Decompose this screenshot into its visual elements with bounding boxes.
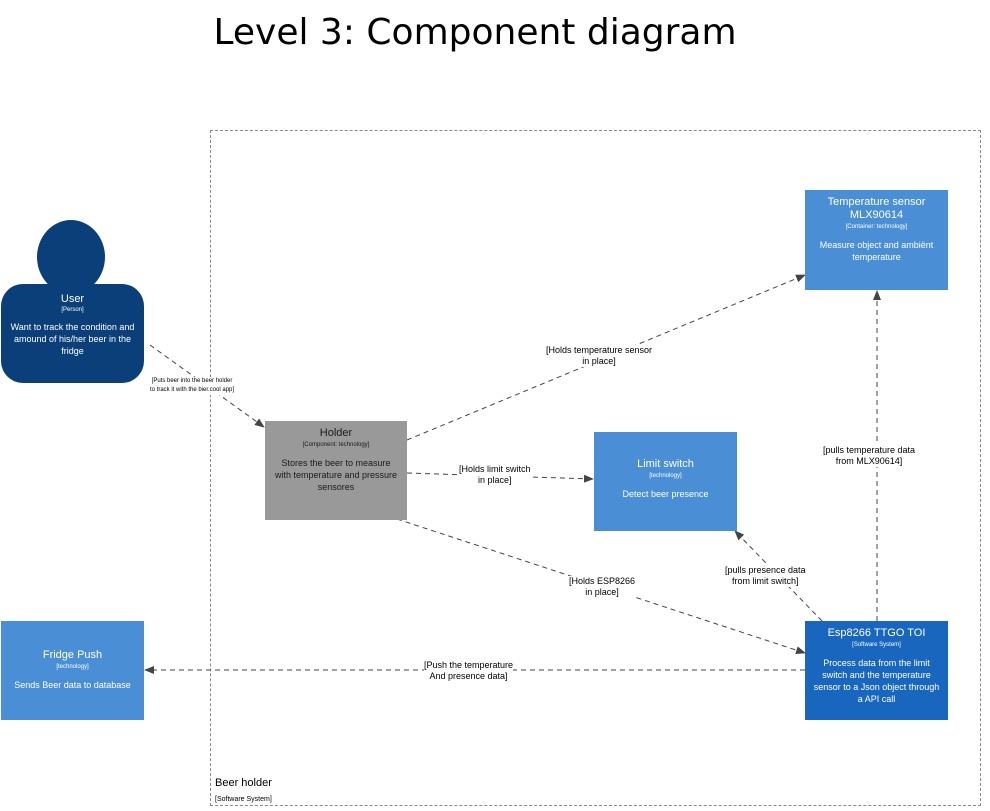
holder-component: Holder [Component: technology] Stores th… — [265, 421, 407, 520]
edge-user-holder — [149, 344, 265, 428]
edge-esp-limit — [734, 530, 823, 622]
limit-switch-description: Detect beer presence — [622, 489, 709, 499]
fridge-push-type: [technology] — [56, 664, 89, 670]
label-esp-fridge-line2: And presence data] — [429, 671, 508, 681]
label-esp-temp-line1: [pulls temperature data — [823, 445, 916, 455]
label-holder-esp-line1: [Holds ESP8266 — [569, 576, 636, 586]
user-name: User — [60, 293, 85, 305]
label-holder-limit: [Holds limit switch in place] — [459, 464, 531, 486]
label-esp-fridge-line1: [Push the temperature — [424, 660, 514, 670]
label-esp-limit-line2: from limit switch] — [732, 576, 799, 586]
user-description: Want to track the condition and amound o… — [10, 322, 135, 356]
esp-name: Esp8266 TTGO TOI — [827, 627, 926, 639]
label-holder-esp: [Holds ESP8266 in place] — [569, 576, 636, 598]
temp-sensor-name: Temperature sensor MLX90614 — [827, 196, 926, 221]
label-esp-fridge: [Push the temperature And presence data] — [424, 660, 514, 682]
label-holder-temp-line2: in place] — [582, 356, 616, 366]
label-esp-temp-line2: from MLX90614] — [835, 456, 903, 466]
label-esp-limit: [pulls presence data from limit switch] — [725, 565, 806, 587]
holder-type: [Component: technology] — [302, 442, 370, 448]
user-person: User [Person] Want to track the conditio… — [1, 284, 144, 383]
holder-description: Stores the beer to measure with temperat… — [274, 458, 398, 492]
label-esp-limit-line1: [pulls presence data — [725, 565, 806, 575]
temperature-sensor-container: Temperature sensor MLX90614 [Container: … — [805, 190, 948, 290]
esp-description: Process data from the limit switch and t… — [813, 658, 940, 704]
temp-sensor-type: [Container: technology] — [845, 224, 908, 230]
label-holder-temp: [Holds temperature sensor in place] — [546, 345, 653, 367]
label-holder-limit-line2: in place] — [477, 475, 512, 485]
temp-sensor-description: Measure object and ambiënt temperature — [819, 240, 934, 262]
label-user-holder-line1: [Puts beer into the beer holder — [151, 378, 233, 384]
boundary-type: [Software System] — [215, 796, 272, 803]
fridge-push-system: Fridge Push [technology] Sends Beer data… — [1, 621, 144, 720]
label-holder-esp-line2: in place] — [585, 587, 619, 597]
esp-type: [Software System] — [852, 642, 901, 648]
fridge-push-name: Fridge Push — [42, 649, 103, 661]
label-holder-limit-line1: [Holds limit switch — [459, 464, 531, 474]
label-holder-temp-line1: [Holds temperature sensor — [546, 345, 653, 355]
boundary-name: Beer holder — [215, 777, 272, 789]
label-user-holder-line2: to track it with the bier.cool app] — [150, 387, 235, 393]
holder-name: Holder — [319, 427, 353, 439]
beer-holder-boundary: Beer holder [Software System] — [210, 130, 981, 806]
diagram-title: Level 3: Component diagram — [213, 12, 737, 53]
esp8266-software-system: Esp8266 TTGO TOI [Software System] Proce… — [805, 621, 948, 720]
user-type: [Person] — [61, 307, 84, 313]
label-user-holder: [Puts beer into the beer holder to track… — [150, 377, 235, 395]
limit-switch-component: Limit switch [technology] Detect beer pr… — [594, 432, 737, 531]
limit-switch-name: Limit switch — [637, 458, 694, 470]
user-person-head-icon — [37, 220, 105, 294]
label-esp-temp: [pulls temperature data from MLX90614] — [823, 445, 916, 467]
fridge-push-description: Sends Beer data to database — [14, 680, 131, 690]
limit-switch-type: [technology] — [649, 473, 682, 479]
